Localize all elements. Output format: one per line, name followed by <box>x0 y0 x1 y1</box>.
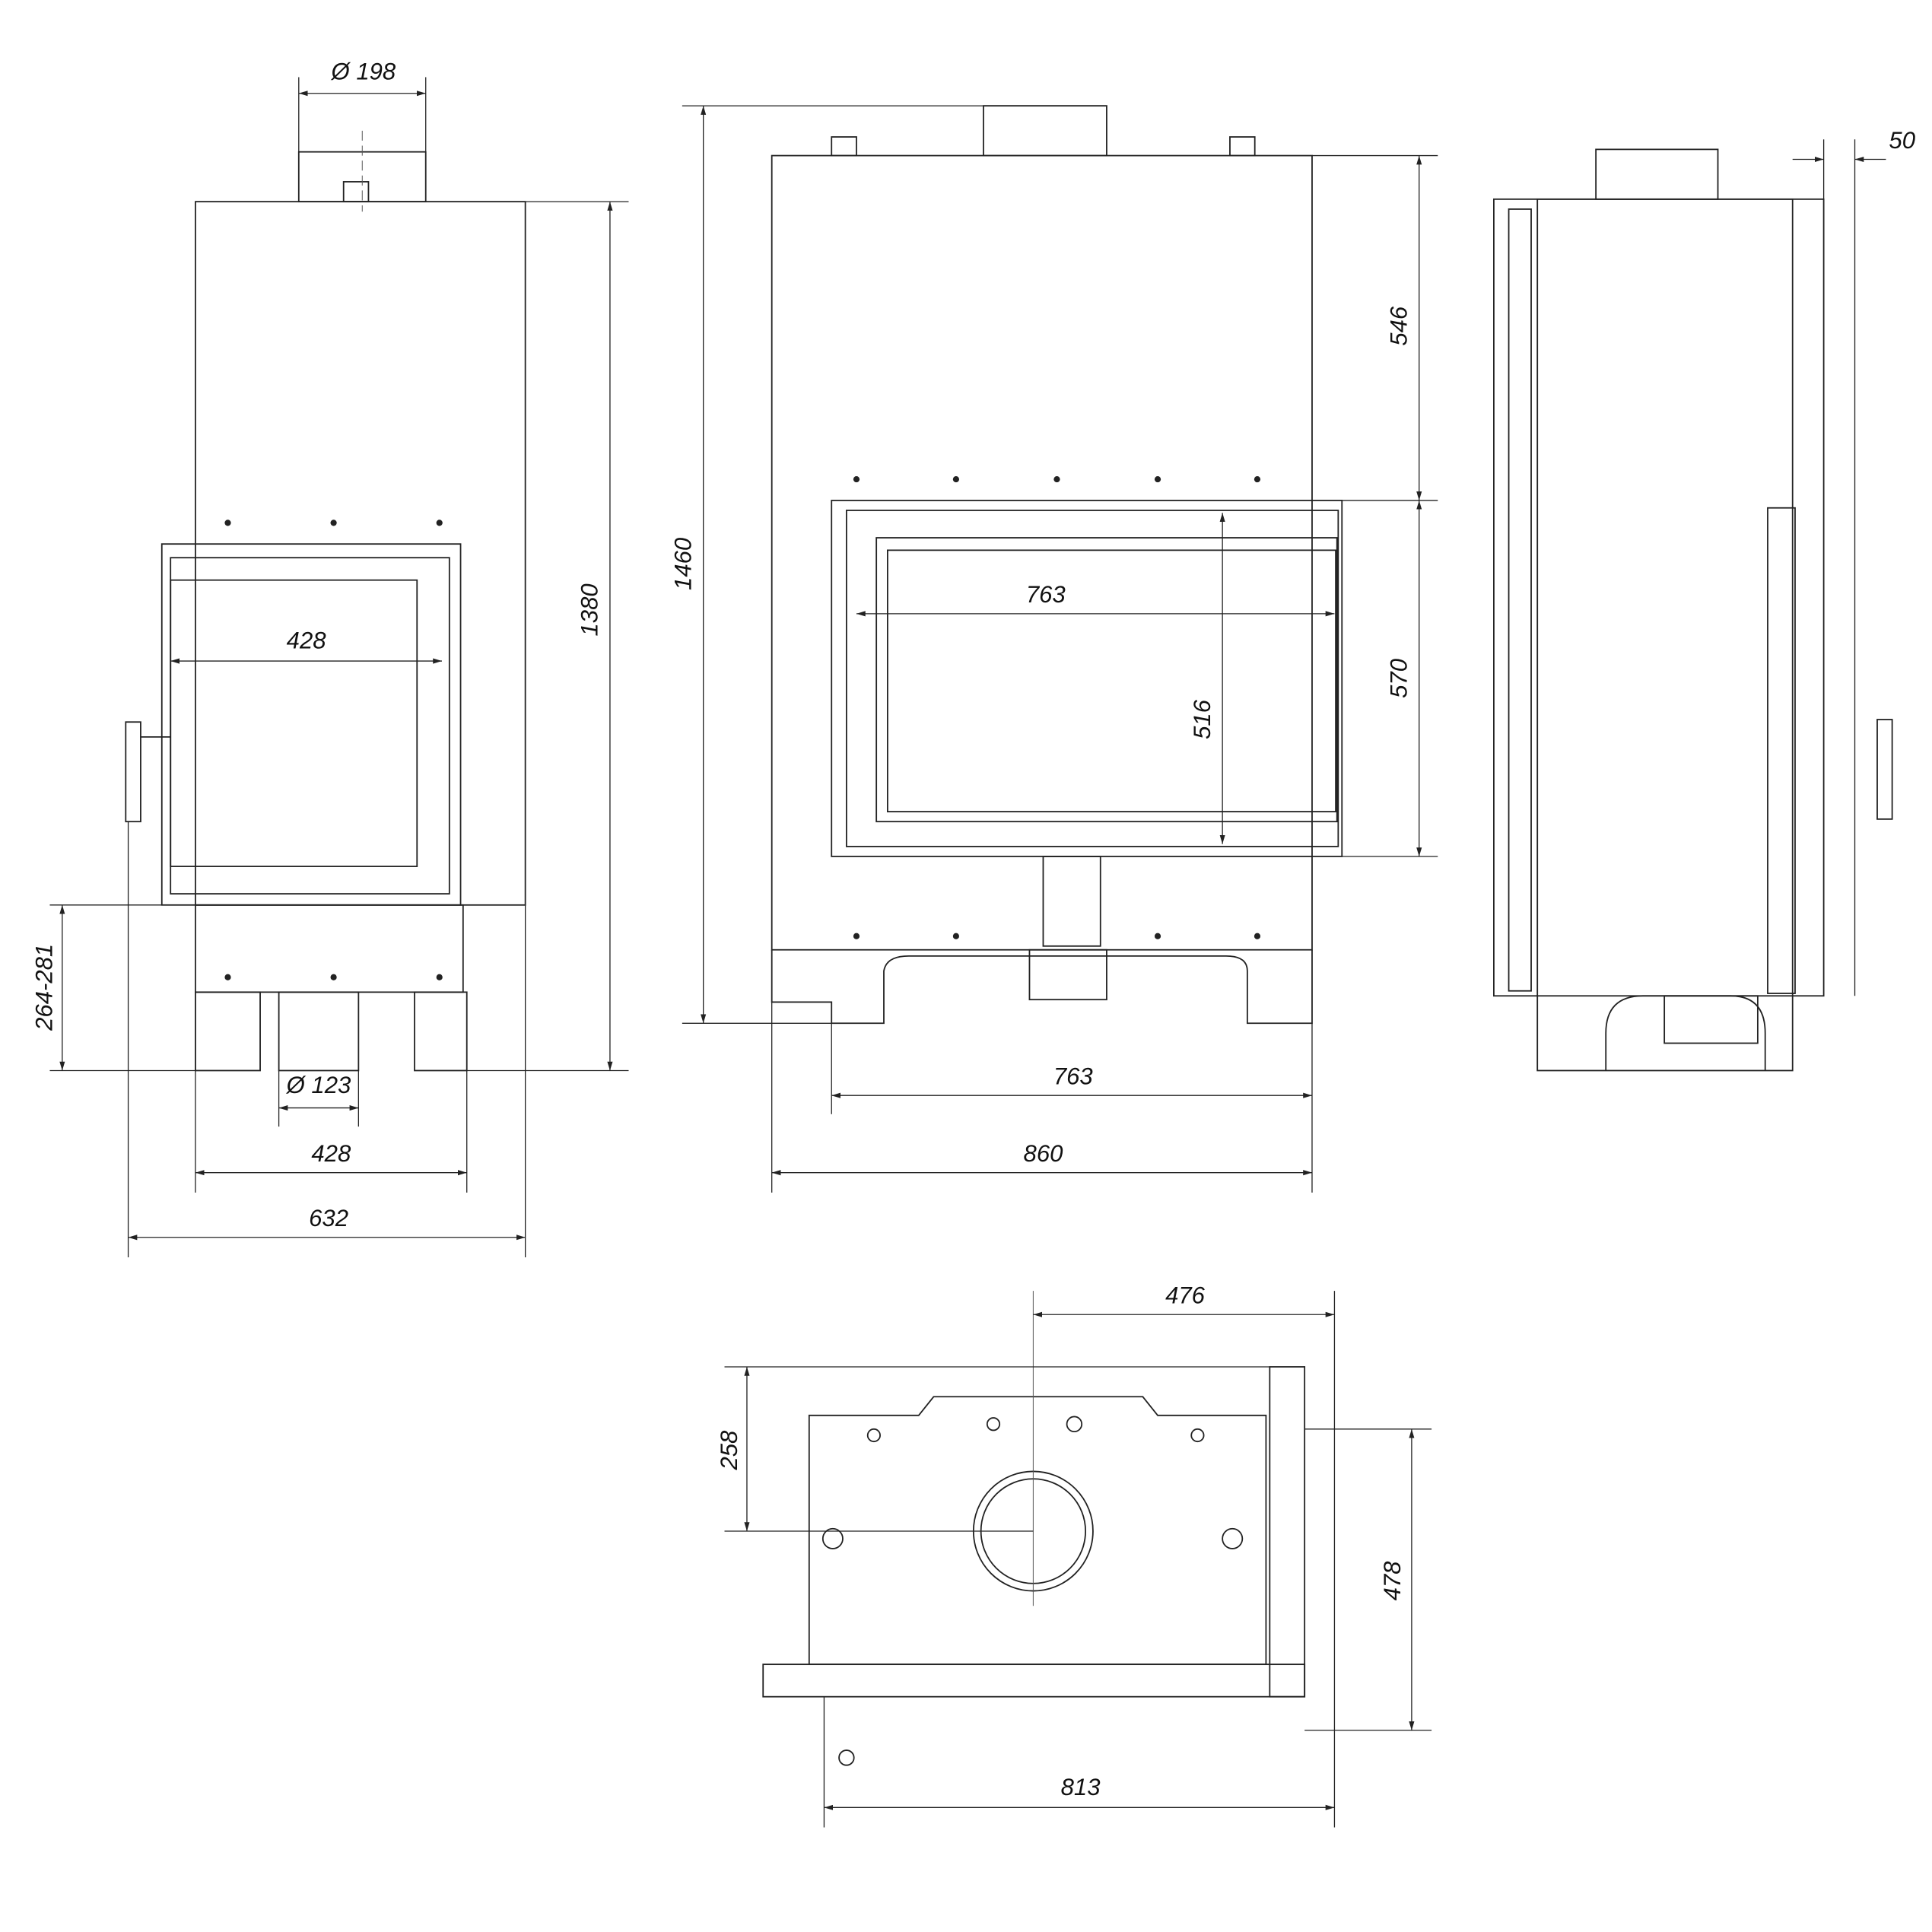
dim-glass-width: 763 <box>1026 581 1066 608</box>
dim-glass-height: 516 <box>1189 699 1215 739</box>
dim-glass-width: 428 <box>287 628 327 654</box>
dim-leg-height: 264-281 <box>31 944 58 1031</box>
front-view: Ø 198 428 1380 264-281 Ø 123 428 632 <box>31 59 629 1257</box>
dim-total-width: 632 <box>309 1205 348 1231</box>
dim-total-height: 1380 <box>577 583 603 637</box>
dim-base-width: 428 <box>311 1140 351 1167</box>
dim-width: 813 <box>1061 1774 1101 1800</box>
dim-upper-height: 546 <box>1385 306 1412 346</box>
dim-center-offset: 476 <box>1165 1282 1206 1309</box>
top-view: 476 258 478 813 <box>716 1282 1432 1828</box>
wide-front-view: 763 516 1460 546 570 763 860 <box>669 105 1438 1193</box>
dim-bottom-diameter: Ø 123 <box>286 1072 351 1098</box>
side-view: 50 <box>1493 127 1916 1072</box>
dim-door-height: 570 <box>1385 658 1412 698</box>
dim-total-width: 860 <box>1024 1140 1064 1167</box>
dim-offset: 50 <box>1889 127 1915 154</box>
dim-total-height: 1460 <box>669 537 696 590</box>
dim-depth: 478 <box>1379 1561 1406 1601</box>
dim-base-width: 763 <box>1053 1063 1094 1089</box>
dim-depth-to-axis: 258 <box>716 1430 742 1471</box>
dim-flue-diameter: Ø 198 <box>331 59 396 85</box>
